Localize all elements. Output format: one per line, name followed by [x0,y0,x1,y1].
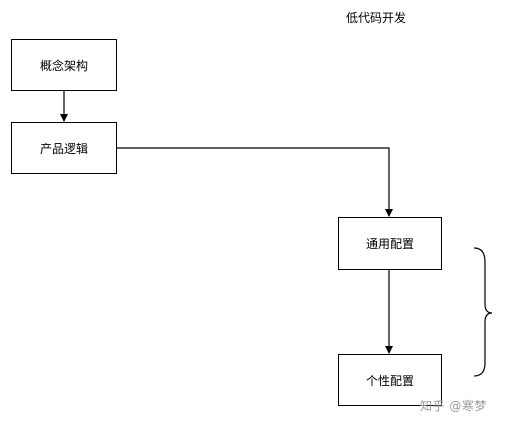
watermark-text: 知乎 @寒梦 [420,399,487,413]
node-custom-config: 个性配置 [338,354,442,406]
node-label: 通用配置 [365,237,414,251]
node-label: 产品逻辑 [39,141,88,156]
node-label: 概念架构 [39,58,88,73]
node-concept-architecture: 概念架构 [11,39,117,91]
diagram-title: 低代码开发 [346,11,407,25]
node-common-config: 通用配置 [338,217,442,270]
edge-product-to-common [117,147,393,217]
node-product-logic: 产品逻辑 [11,122,117,174]
curly-brace-group [473,247,493,377]
node-label: 个性配置 [365,373,414,388]
